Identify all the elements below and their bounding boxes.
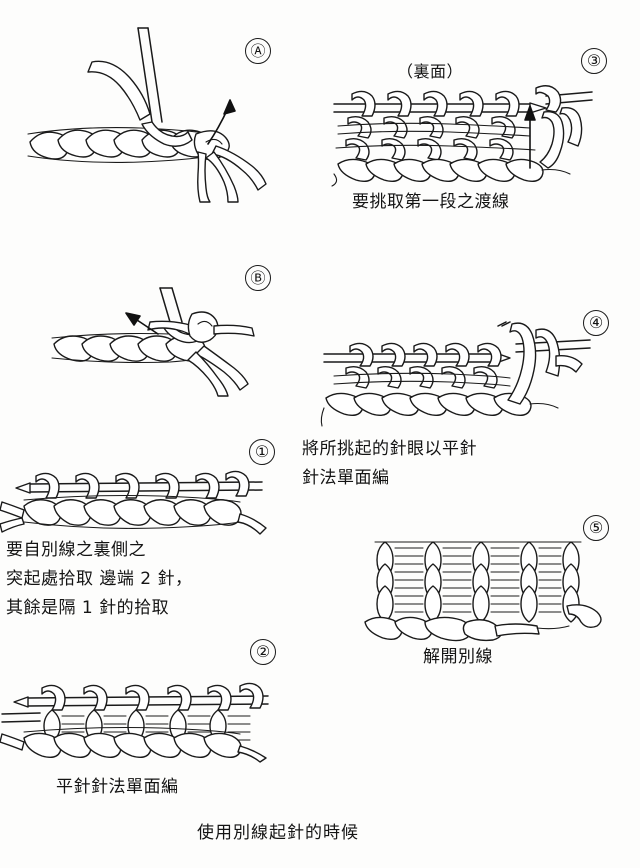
panel-marker-2: ② — [250, 639, 276, 665]
panel-5-caption: 解開別線 — [423, 647, 493, 667]
panel-3-illustration — [330, 82, 595, 187]
panel-2-illustration — [0, 680, 280, 763]
panel-marker-5: ⑤ — [583, 515, 609, 541]
panel-marker-4: ④ — [583, 310, 609, 336]
panel-1-caption-line-1: 要自別線之裏側之 — [6, 540, 146, 560]
panel-4-illustration — [320, 312, 592, 430]
panel-marker-a: Ⓐ — [245, 38, 271, 64]
panel-1-illustration — [0, 466, 270, 536]
panel-marker-3: ③ — [581, 48, 607, 74]
panel-1-caption-line-2: 突起處拾取 邊端 2 針， — [6, 569, 193, 589]
panel-a-illustration — [20, 22, 270, 203]
panel-5-illustration — [355, 534, 605, 646]
panel-1-caption-line-3: 其餘是隔 1 針的拾取 — [6, 598, 170, 618]
panel-marker-1: ① — [249, 439, 275, 465]
panel-marker-b: Ⓑ — [245, 265, 271, 291]
panel-4-caption-line-1: 將所挑起的針眼以平針 — [302, 439, 477, 459]
panel-2-caption: 平針針法單面編 — [56, 777, 179, 797]
panel-3-side-label: （裏面） — [397, 62, 464, 81]
panel-b-illustration — [0, 287, 260, 398]
document-bottom-caption: 使用別線起針的時候 — [197, 823, 359, 843]
panel-4-caption-line-2: 針法單面編 — [302, 468, 390, 488]
panel-3-caption: 要挑取第一段之渡線 — [352, 192, 510, 212]
